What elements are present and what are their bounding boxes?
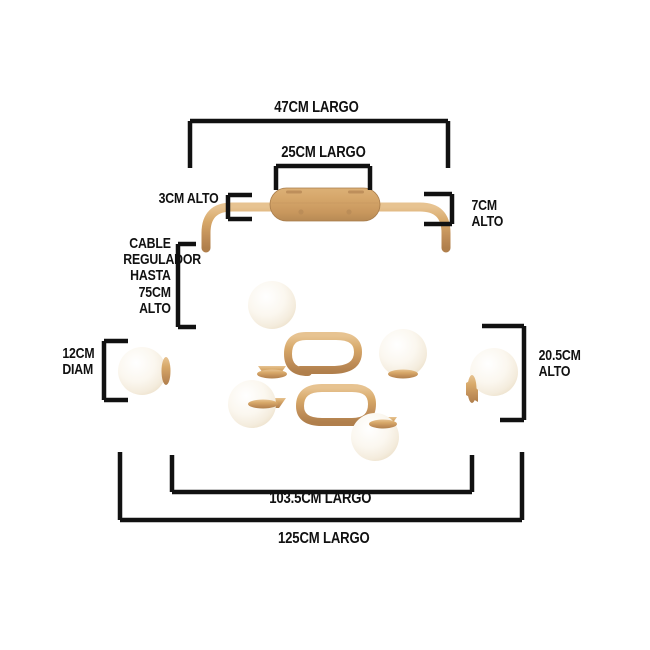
right-arc-arm <box>367 202 451 253</box>
globe-far-right <box>470 348 518 396</box>
s-hook-upper <box>283 332 363 376</box>
label-20-5cm-alto: 20.5CM ALTO <box>538 347 581 381</box>
label-3cm-alto: 3CM ALTO <box>158 190 219 207</box>
bracket-103-5cm <box>169 455 475 495</box>
bracket-3cm <box>225 192 252 222</box>
label-12cm-diam: 12CM DIAM <box>62 345 95 379</box>
globe-far-left <box>118 347 166 395</box>
bracket-20-5cm <box>482 323 527 423</box>
bracket-12cm-diam <box>101 338 128 403</box>
globe-top-left <box>248 281 296 329</box>
ceiling-canopy-plate <box>269 187 381 222</box>
bracket-25cm <box>273 163 373 190</box>
left-arc-arm <box>201 202 283 253</box>
canopy-arc-assembly <box>201 202 451 253</box>
label-cable-regulador: CABLE REGULADOR HASTA 75CM ALTO <box>123 235 202 317</box>
label-103-5cm-largo: 103.5CM LARGO <box>269 490 372 507</box>
glass-globes <box>118 281 518 461</box>
label-7cm-alto: 7CM ALTO <box>471 197 504 231</box>
bracket-cable-regulador <box>175 241 196 330</box>
globe-socket-discs <box>161 357 477 429</box>
bracket-7cm <box>424 191 455 227</box>
label-47cm-largo: 47CM LARGO <box>274 99 359 116</box>
bracket-47cm <box>187 118 451 168</box>
label-25cm-largo: 25CM LARGO <box>281 144 366 161</box>
globe-top-right <box>379 329 427 377</box>
label-125cm-largo: 125CM LARGO <box>278 530 370 547</box>
bracket-125cm <box>117 452 525 523</box>
s-hook-lower <box>295 384 377 426</box>
